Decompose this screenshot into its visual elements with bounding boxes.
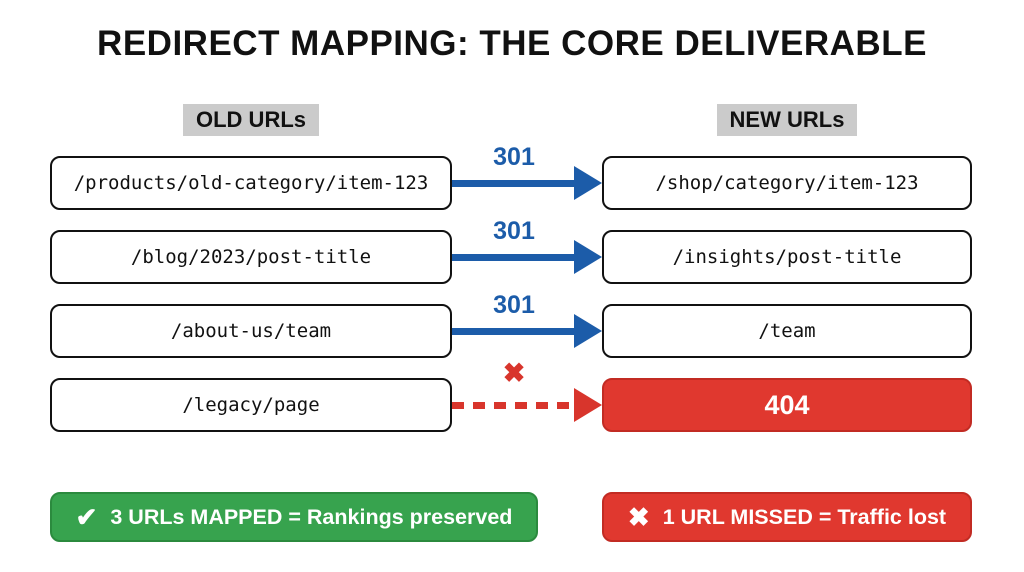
redirect-row: /about-us/team 301 /team <box>50 293 972 358</box>
status-301-label: 301 <box>493 291 535 319</box>
old-urls-column-header: OLD URLs <box>50 104 452 137</box>
not-found-404-box: 404 <box>602 378 972 432</box>
missed-summary-badge: ✖ 1 URL MISSED = Traffic lost <box>602 492 972 542</box>
x-icon: ✖ <box>627 502 650 532</box>
mapped-badge-label: 3 URLs MAPPED = Rankings preserved <box>110 504 513 529</box>
arrow-shaft <box>452 180 576 187</box>
mapped-summary-badge: ✔ 3 URLs MAPPED = Rankings preserved <box>50 492 538 542</box>
missed-redirect-row: /legacy/page ✖ 404 <box>50 360 972 432</box>
new-urls-header-label: NEW URLs <box>716 104 858 137</box>
redirect-row: /blog/2023/post-title 301 /insights/post… <box>50 219 972 284</box>
redirect-arrow: 301 <box>452 293 602 358</box>
arrow-shaft <box>452 254 576 261</box>
old-url-box: /blog/2023/post-title <box>50 230 452 284</box>
page-title: REDIRECT MAPPING: THE CORE DELIVERABLE <box>97 24 927 63</box>
arrow-head-icon <box>574 388 602 422</box>
broken-redirect-arrow: ✖ <box>452 360 602 432</box>
old-urls-header-label: OLD URLs <box>183 104 319 137</box>
old-url-box: /legacy/page <box>50 378 452 432</box>
status-301-label: 301 <box>493 143 535 171</box>
redirect-arrow: 301 <box>452 145 602 210</box>
arrow-head-icon <box>574 314 602 348</box>
missed-x-icon: ✖ <box>502 358 526 388</box>
new-url-box: /shop/category/item-123 <box>602 156 972 210</box>
new-urls-column-header: NEW URLs <box>602 104 972 137</box>
status-301-label: 301 <box>493 217 535 245</box>
arrow-head-icon <box>574 240 602 274</box>
new-url-box: /team <box>602 304 972 358</box>
missed-badge-label: 1 URL MISSED = Traffic lost <box>662 504 947 529</box>
old-url-box: /about-us/team <box>50 304 452 358</box>
new-url-box: /insights/post-title <box>602 230 972 284</box>
old-url-box: /products/old-category/item-123 <box>50 156 452 210</box>
redirect-row: /products/old-category/item-123 301 /sho… <box>50 145 972 210</box>
check-icon: ✔ <box>75 502 98 532</box>
arrow-head-icon <box>574 166 602 200</box>
dashed-arrow-shaft <box>452 402 576 409</box>
redirect-arrow: 301 <box>452 219 602 284</box>
arrow-shaft <box>452 328 576 335</box>
